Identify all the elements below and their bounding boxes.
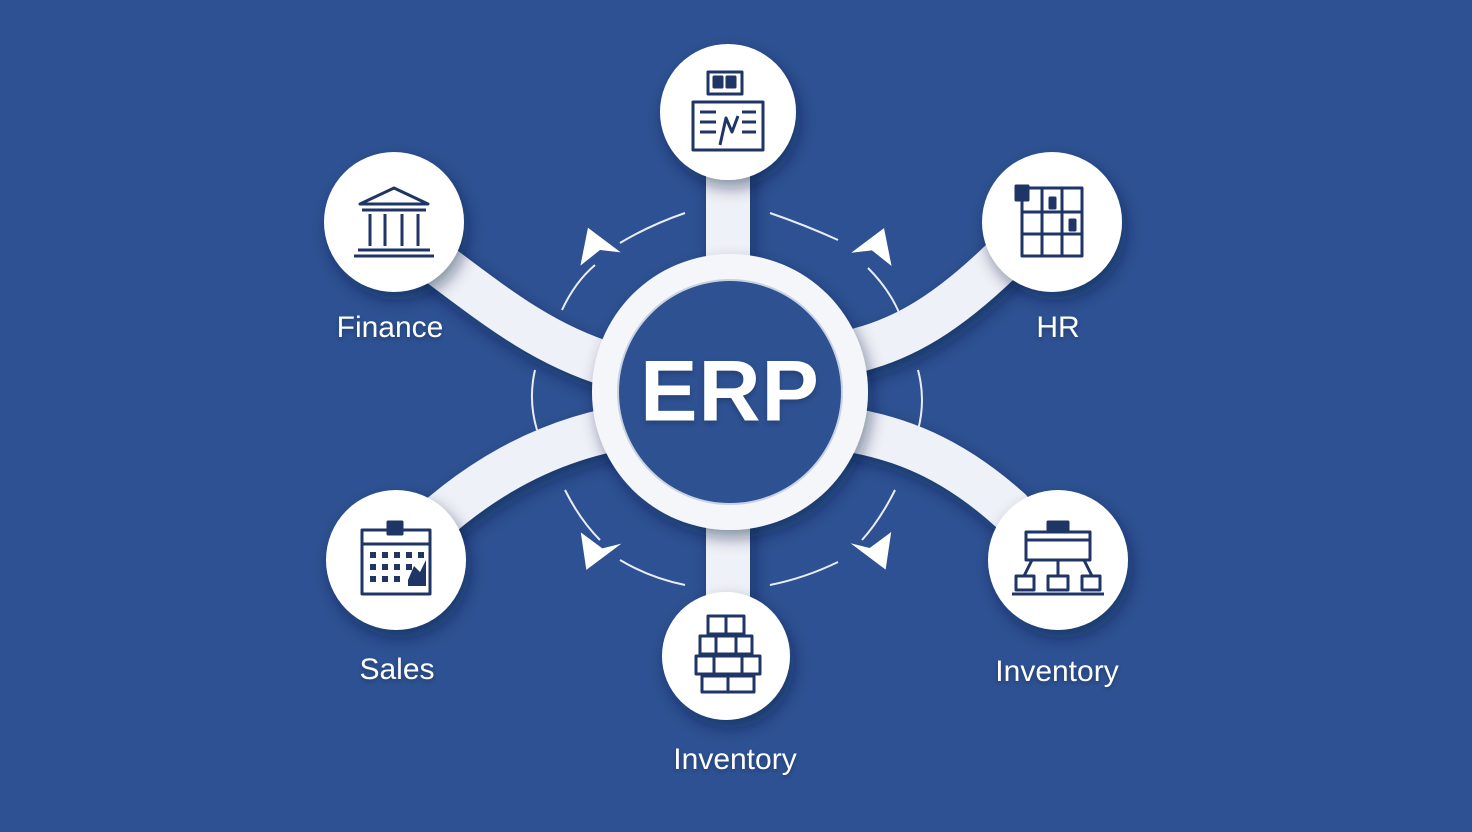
arrow-bottom-right <box>850 532 892 570</box>
node-top[interactable] <box>660 44 796 180</box>
connector-hr <box>828 240 1022 374</box>
arrow-bottom-left <box>580 532 622 570</box>
node-sales[interactable] <box>326 490 466 630</box>
arrow-top-right <box>851 228 892 266</box>
arrow-top-left <box>580 227 621 266</box>
node-finance[interactable] <box>324 152 464 292</box>
node-hr[interactable] <box>982 152 1122 292</box>
warehouse-network-icon <box>1012 520 1104 596</box>
label-inventory-bottom: Inventory <box>673 743 797 776</box>
orbit-arcs <box>531 212 923 586</box>
stacked-boxes-icon <box>694 614 762 694</box>
connector-sales <box>408 408 632 547</box>
monitor-dashboard-icon <box>691 70 765 152</box>
calendar-icon <box>360 520 432 596</box>
label-inventory-right: Inventory <box>995 655 1119 688</box>
filing-cabinet-icon <box>1014 184 1084 258</box>
label-finance: Finance <box>336 311 444 344</box>
connector-arms <box>408 128 1032 632</box>
erp-center-label: ERP <box>640 343 820 440</box>
erp-hub <box>592 254 868 530</box>
flow-arrows <box>580 227 892 570</box>
label-hr: HR <box>1036 311 1080 344</box>
connector-inventory-right <box>828 408 1032 532</box>
bank-building-icon <box>354 186 434 258</box>
label-sales: Sales <box>359 653 435 686</box>
connector-finance <box>418 243 632 387</box>
